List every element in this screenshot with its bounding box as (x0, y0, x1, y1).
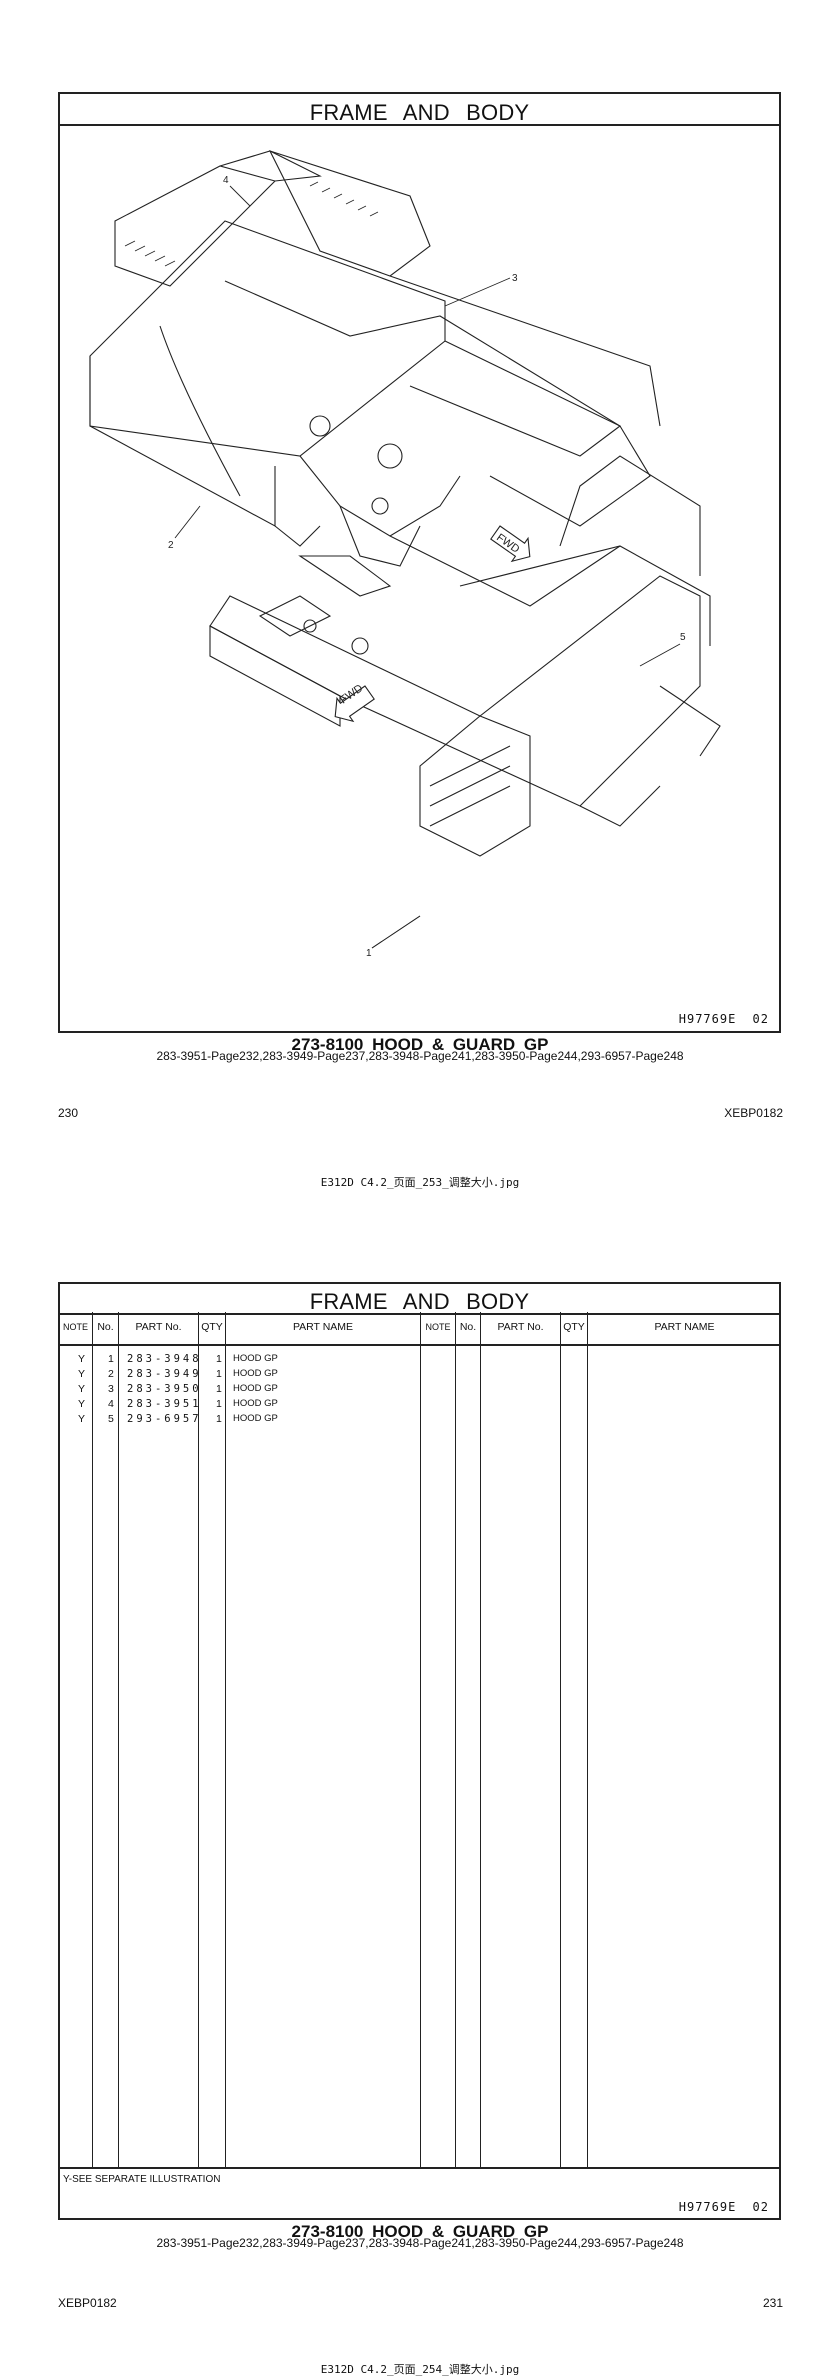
document-code: XEBP0182 (58, 2296, 117, 2310)
row-qty: 1 (216, 1368, 222, 1380)
page-number: 230 (58, 1106, 79, 1120)
file-name: E312D C4.2_页面_253_调整大小.jpg (320, 1176, 520, 1189)
column-header-qty: QTY (563, 1321, 585, 1333)
page-title: FRAME AND BODY (309, 1289, 530, 1314)
column-divider (587, 1312, 588, 2168)
row-part-name: HOOD GP (233, 1353, 278, 1364)
row-part-no: 283-3950 (127, 1383, 202, 1395)
upper-frame-drawing (89, 150, 661, 597)
row-note: Y (78, 1413, 86, 1425)
row-part-no: 293-6957 (127, 1413, 202, 1425)
column-divider (420, 1312, 421, 2168)
row-part-no: 283-3951 (127, 1398, 202, 1410)
divider (60, 124, 779, 126)
fwd-arrow-icon: FWD (490, 525, 531, 563)
file-name: E312D C4.2_页面_254_调整大小.jpg (320, 2363, 520, 2376)
callout-2: 2 (168, 540, 174, 551)
lower-frame-drawing (209, 455, 721, 857)
callout-5: 5 (680, 632, 686, 643)
callout-4: 4 (223, 175, 229, 186)
row-part-name: HOOD GP (233, 1383, 278, 1394)
drawing-code: H97769E 02 (678, 2200, 769, 2214)
row-no: 3 (108, 1383, 114, 1395)
group-caption: 273-8100 HOOD & GUARD GP (291, 1035, 549, 1054)
group-caption: 273-8100 HOOD & GUARD GP (291, 2222, 549, 2241)
column-header-part-name: PART NAME (654, 1321, 715, 1333)
divider (60, 1313, 779, 1315)
column-header-part-no: PART No. (135, 1321, 182, 1333)
page-references: 283-3951-Page232,283-3949-Page237,283-39… (156, 2236, 684, 2250)
row-qty: 1 (216, 1383, 222, 1395)
column-divider (480, 1312, 481, 2168)
column-divider (225, 1312, 226, 2168)
row-no: 4 (108, 1398, 114, 1410)
column-header-part-no: PART No. (497, 1321, 544, 1333)
footnote: Y-SEE SEPARATE ILLUSTRATION (63, 2174, 221, 2185)
parts-list-frame: FRAME AND BODY Y-SEE SEPARATE ILLUSTRATI… (58, 1282, 781, 2220)
row-part-no: 283-3948 (127, 1353, 202, 1365)
callout-1: 1 (366, 948, 372, 959)
column-divider (560, 1312, 561, 2168)
row-no: 2 (108, 1368, 114, 1380)
column-divider (118, 1312, 119, 2168)
row-no: 5 (108, 1413, 114, 1425)
column-header-qty: QTY (201, 1321, 223, 1333)
callout-leaders (174, 185, 681, 949)
divider (60, 1344, 779, 1346)
row-part-name: HOOD GP (233, 1398, 278, 1409)
row-part-name: HOOD GP (233, 1413, 278, 1424)
page-title: FRAME AND BODY (309, 100, 530, 125)
page-references: 283-3951-Page232,283-3949-Page237,283-39… (156, 1049, 684, 1063)
column-divider (198, 1312, 199, 2168)
row-note: Y (78, 1398, 86, 1410)
column-header-no: No. (97, 1321, 114, 1333)
document-code: XEBP0182 (724, 1106, 783, 1120)
row-note: Y (78, 1368, 86, 1380)
fwd-arrow-icon (334, 685, 375, 723)
row-qty: 1 (216, 1353, 222, 1365)
column-header-no: No. (459, 1321, 477, 1333)
column-header-part-name: PART NAME (292, 1321, 354, 1333)
column-divider (92, 1312, 93, 2168)
illustration-frame: FRAME AND BODY (58, 92, 781, 1033)
callout-numbers: 4 3 2 5 1 (168, 175, 686, 959)
divider (60, 2167, 779, 2169)
page-number: 231 (762, 2296, 783, 2310)
row-part-no: 283-3949 (127, 1368, 202, 1380)
parts-illustration: 4 3 2 5 1 FWD FWD (89, 150, 721, 959)
callout-3: 3 (512, 273, 518, 284)
column-divider (455, 1312, 456, 2168)
row-part-name: HOOD GP (233, 1368, 278, 1379)
row-qty: 1 (216, 1413, 222, 1425)
column-header-note: NOTE (425, 1322, 451, 1332)
row-no: 1 (108, 1353, 114, 1365)
column-header-note: NOTE (62, 1322, 88, 1332)
row-qty: 1 (216, 1398, 222, 1410)
row-note: Y (78, 1353, 86, 1365)
drawing-code: H97769E 02 (678, 1012, 769, 1026)
row-note: Y (78, 1383, 86, 1395)
